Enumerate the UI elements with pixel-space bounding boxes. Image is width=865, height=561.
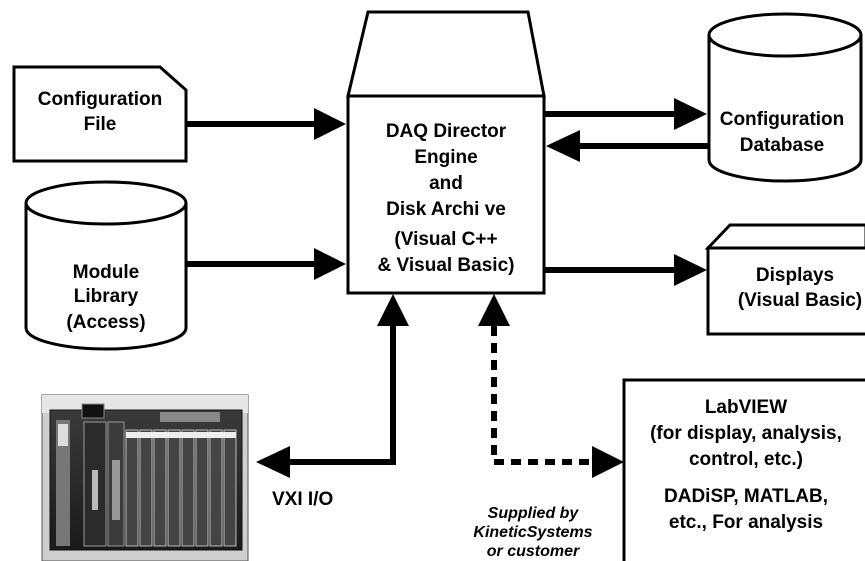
supplied-note-line1: Supplied by [488, 505, 580, 522]
module-library-label-line2: Library [74, 286, 139, 307]
arrow-config-database-to-engine [546, 130, 709, 162]
engine-label-line6: & Visual Basic) [378, 255, 515, 276]
arrow-engine-to-displays [544, 254, 707, 286]
supplied-note-line3: or customer [487, 543, 580, 560]
engine-label-line4: Disk Archi ve [386, 199, 506, 220]
displays-node: Displays (Visual Basic) [704, 223, 865, 336]
module-library-label-line1: Module [73, 262, 140, 283]
daq-director-engine-node: DAQ Director Engine and Disk Archi ve (V… [346, 10, 546, 295]
engine-label-line5: (Visual C++ [394, 229, 497, 250]
labview-label-line1: LabVIEW [705, 397, 787, 418]
configuration-file-label-line1: Configuration [38, 89, 163, 110]
configuration-database-node: Configuration Database [707, 12, 863, 183]
displays-label-line2: (Visual Basic) [738, 290, 862, 311]
arrow-engine-to-config-database [544, 98, 707, 130]
configuration-database-label-line1: Configuration [720, 109, 845, 130]
configuration-file-label-line2: File [84, 114, 117, 135]
engine-label-line2: Engine [414, 147, 477, 168]
configuration-database-label-line2: Database [740, 135, 825, 156]
arrow-module-library-to-engine [186, 248, 346, 280]
vxi-chassis-image [41, 394, 249, 561]
engine-label-line1: DAQ Director [386, 121, 507, 142]
vxi-io-label: VXI I/O [272, 489, 333, 510]
engine-label-line3: and [429, 173, 463, 194]
supplied-by-note: Supplied by KineticSystems or customer [473, 505, 592, 560]
configuration-file-node: Configuration File [12, 65, 188, 163]
module-library-node: Module Library (Access) [24, 180, 188, 351]
arrow-vxi-engine-bidirectional [256, 294, 409, 478]
labview-analysis-node: LabVIEW (for display, analysis, control,… [622, 378, 865, 561]
labview-label-line2: (for display, analysis, [650, 423, 842, 444]
module-library-label-line3: (Access) [66, 312, 145, 333]
labview-label-line3: control, etc.) [689, 449, 803, 470]
labview-label-line4: DADiSP, MATLAB, [664, 486, 828, 507]
supplied-note-line2: KineticSystems [473, 524, 592, 541]
arrow-config-file-to-engine [186, 108, 346, 140]
labview-label-line5: etc., For analysis [669, 512, 823, 533]
arrow-engine-labview-dashed [478, 294, 624, 478]
displays-label-line1: Displays [756, 265, 834, 286]
